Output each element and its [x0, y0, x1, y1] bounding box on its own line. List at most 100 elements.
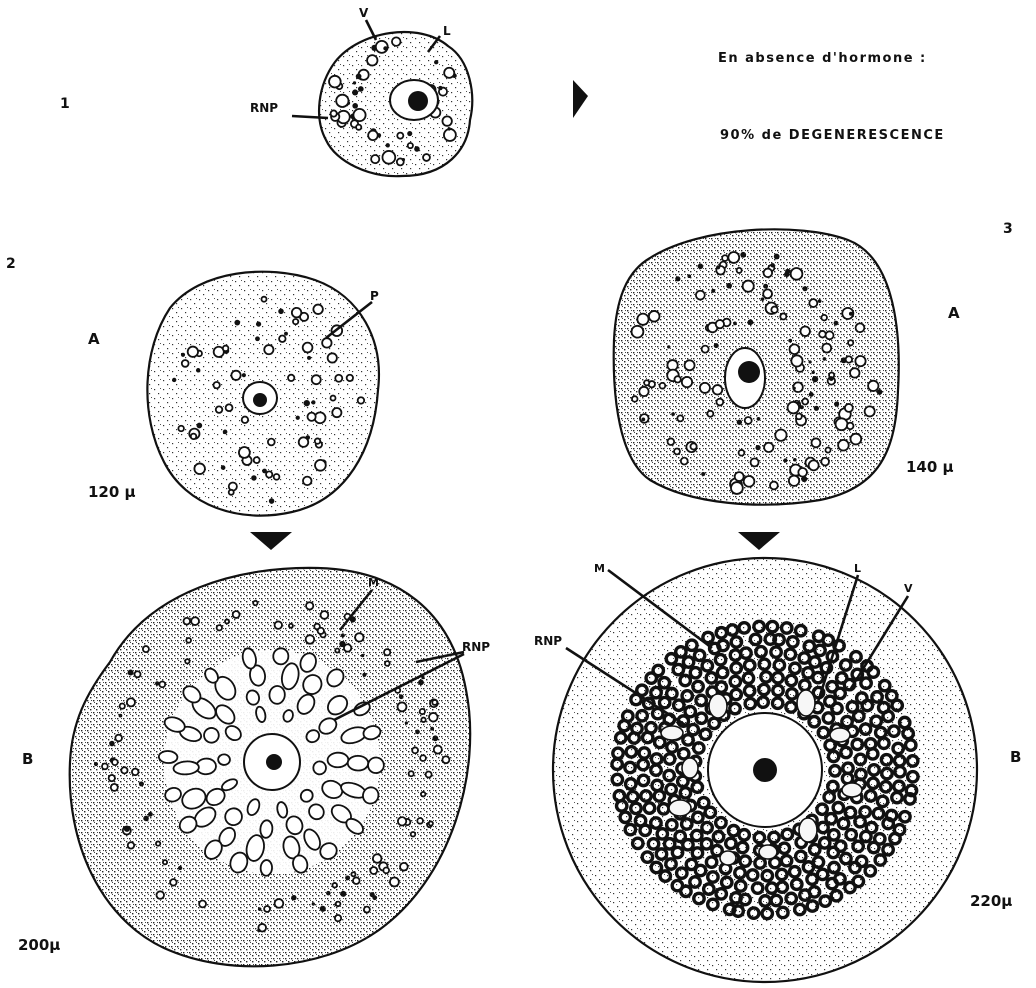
vesicle-circle	[421, 792, 425, 796]
vesicle-circle	[322, 338, 331, 347]
vesicle-circle	[789, 476, 799, 486]
vesicle-circle	[791, 355, 802, 366]
vesicle-circle	[788, 402, 800, 414]
granule-dot	[774, 254, 780, 260]
granule-dot	[181, 353, 185, 357]
vesicle-circle	[702, 346, 709, 353]
vesicle-circle	[268, 439, 275, 446]
granule-dot	[402, 158, 405, 161]
vesicle-circle	[398, 817, 406, 825]
granule-dot	[345, 875, 350, 880]
vesicle-circle	[336, 95, 348, 107]
granule-dot	[812, 376, 818, 382]
vesicle-circle	[420, 709, 425, 714]
vesicle-circle	[856, 323, 865, 332]
vesicle-circle	[432, 700, 437, 705]
vesicle-circle	[400, 863, 408, 871]
vesicle-circle	[128, 842, 134, 848]
vesicle-circle	[442, 756, 449, 763]
vesicle-circle	[791, 268, 803, 280]
vesicle-circle	[398, 702, 407, 711]
vesicle-circle	[170, 879, 176, 885]
vesicle-circle	[275, 899, 284, 908]
vesicle-circle	[822, 344, 831, 353]
vesicle-circle	[225, 619, 229, 623]
granule-dot	[258, 907, 262, 911]
vesicle-circle	[649, 311, 660, 322]
granule-dot	[124, 826, 130, 832]
vesicle-circle	[744, 476, 755, 487]
granule-dot	[834, 402, 839, 407]
vesicle-circle	[696, 291, 705, 300]
granule-dot	[178, 866, 182, 870]
stage2a-letter: A	[88, 330, 100, 348]
granule-dot	[353, 81, 356, 84]
stage2b-size: 200µ	[18, 936, 60, 954]
granule-dot	[372, 895, 377, 900]
granule-dot	[818, 299, 822, 303]
yolk-vesicle	[159, 751, 178, 764]
vesicle-circle	[336, 902, 341, 907]
vesicle-circle	[751, 458, 759, 466]
stage3b-cell	[553, 558, 977, 982]
vesicle-circle	[306, 602, 313, 609]
vesicle-circle	[764, 269, 773, 278]
vesicle-circle	[846, 356, 852, 362]
granule-dot	[834, 321, 839, 326]
vesicle-circle	[355, 633, 363, 641]
stage2a-nucleolus	[253, 393, 267, 407]
vesicle-circle	[332, 883, 337, 888]
vesicle-circle	[216, 406, 223, 413]
stage3-number: 3	[1003, 221, 1013, 237]
vesicle-circle	[233, 611, 240, 618]
vesicle-circle	[737, 268, 742, 273]
granule-dot	[234, 320, 240, 326]
vesicle-circle	[332, 408, 341, 417]
vesicle-circle	[367, 55, 377, 65]
granule-dot	[399, 694, 404, 699]
vesicle-circle	[408, 143, 413, 148]
vesicle-circle	[826, 331, 834, 339]
granule-dot	[128, 669, 134, 675]
vesicle-circle	[370, 867, 377, 874]
right-arrow-icon	[573, 80, 588, 118]
vesicle-circle	[417, 818, 423, 824]
vesicle-circle	[426, 771, 432, 777]
vesicle-circle	[639, 387, 648, 396]
granule-dot	[356, 74, 362, 80]
vesicle-circle	[802, 399, 808, 405]
lipid-droplet	[709, 694, 727, 718]
granule-dot	[362, 673, 366, 677]
granule-dot	[312, 902, 315, 905]
vesicle-circle	[668, 438, 675, 445]
granule-dot	[361, 654, 364, 657]
vesicle-circle	[682, 377, 692, 387]
vesicle-circle	[412, 747, 418, 753]
vesicle-circle	[397, 133, 403, 139]
granule-dot	[737, 419, 742, 424]
vesicle-circle	[121, 767, 127, 773]
vesicle-circle	[421, 718, 425, 722]
vesicle-circle	[743, 281, 754, 292]
vesicle-circle	[848, 340, 853, 345]
vesicle-circle	[821, 315, 827, 321]
vesicle-circle	[353, 877, 360, 884]
vesicle-circle	[183, 618, 190, 625]
granule-dot	[284, 332, 288, 336]
granule-dot	[143, 816, 149, 822]
granule-dot	[785, 269, 790, 274]
granule-dot	[763, 284, 768, 289]
yolk-vesicle	[218, 754, 230, 765]
granule-dot	[823, 357, 827, 361]
note-line1: En absence d'hormone :	[718, 51, 927, 66]
vesicle-circle	[347, 375, 353, 381]
vesicle-circle	[261, 297, 266, 302]
vesicle-circle	[253, 601, 257, 605]
stage2a-size: 120 µ	[88, 483, 136, 501]
stage3b-label-l: L	[854, 562, 861, 575]
granule-dot	[793, 458, 797, 462]
vesicle-circle	[229, 490, 234, 495]
granule-dot	[340, 891, 346, 897]
lipid-droplet	[682, 758, 698, 778]
vesicle-circle	[798, 468, 807, 477]
